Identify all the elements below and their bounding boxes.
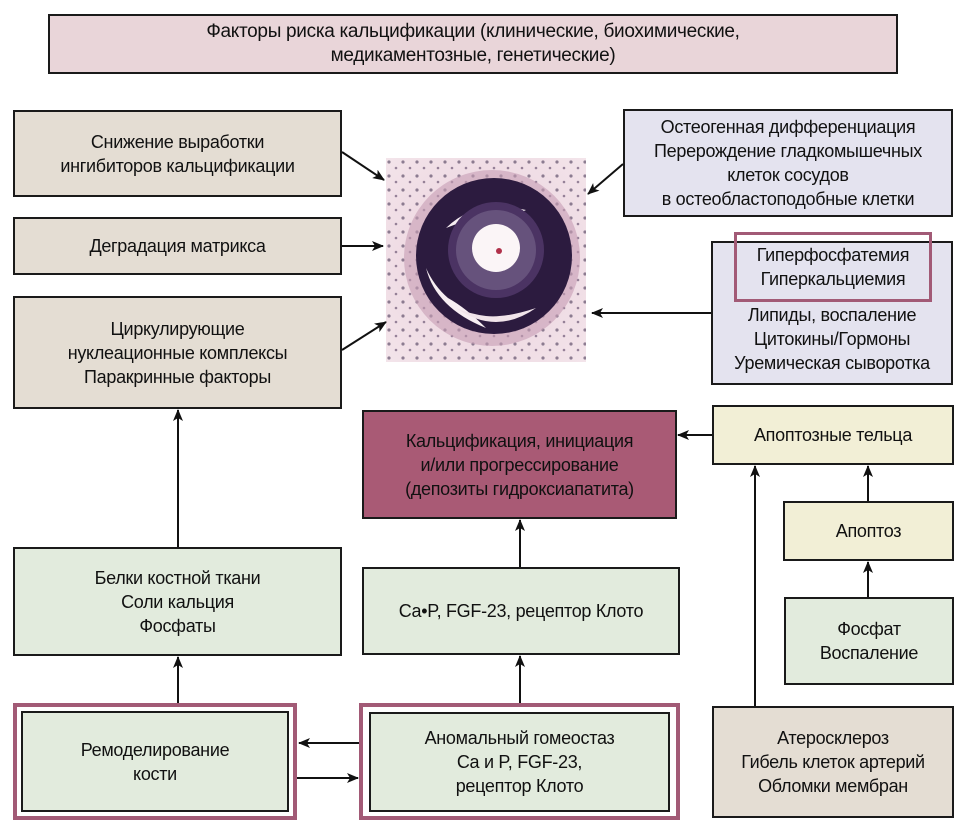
phosphate-line-1: Фосфат [837,619,901,639]
inhibitors-box: Снижение выработки ингибиторов кальцифик… [13,110,342,197]
hyper-highlight-frame: Гиперфосфатемия Гиперкальциемия [734,232,932,302]
remodeling-line-2: кости [133,763,177,784]
inhibitors-line-1: Снижение выработки [90,131,265,152]
atherosclerosis-line-3: Обломки мембран [758,776,908,796]
arrow-circulating-to-micrograph [341,321,387,351]
circulating-line-2: нуклеационные комплексы [67,342,288,363]
apoptotic-bodies-box: Апоптозные тельца [712,405,954,465]
ca-p-fgf23-box: Ca•P, FGF-23, рецептор Клото [362,567,680,655]
hypercalcemia-label: Гиперкальциемия [760,269,906,289]
hyper-rest-line-1: Липиды, воспаление [747,305,917,325]
matrix-line-1: Деградация матрикса [89,236,266,256]
bone-proteins-box: Белки костной ткани Соли кальция Фосфаты [13,547,342,656]
circulating-line-1: Циркулирующие [110,318,245,339]
homeostasis-line-3: рецептор Клото [455,776,584,796]
atherosclerosis-line-1: Атеросклероз [777,728,889,748]
histology-micrograph [386,158,586,362]
bone-proteins-line-3: Фосфаты [139,615,216,636]
apoptosis-line-1: Апоптоз [835,521,902,541]
inhibitors-line-2: ингибиторов кальцификации [60,155,295,176]
calcification-line-1: Кальцификация, инициация [405,430,634,451]
homeostasis-line-2: Ca и P, FGF-23, [456,752,583,772]
homeostasis-line-1: Аномальный гомеостаз [424,728,615,748]
hyper-rest-line-3: Уремическая сыворотка [734,353,930,373]
risk-factors-header: Факторы риска кальцификации (клинические… [48,14,898,74]
circulating-complexes-box: Циркулирующие нуклеационные комплексы Па… [13,296,342,409]
arrow-inhibitors-to-micrograph [341,151,385,181]
osteogenic-differentiation-box: Остеогенная дифференциация Перерождение … [623,109,953,217]
osteogenic-line-2: Перерождение гладкомышечных [654,141,922,161]
osteogenic-line-3: клеток сосудов [727,165,849,185]
matrix-degradation-box: Деградация матрикса [13,217,342,275]
arrow-osteogenic-to-micrograph [587,163,624,195]
phosphate-inflammation-box: Фосфат Воспаление [784,597,954,685]
header-line-1: Факторы риска кальцификации (клинические… [206,21,740,42]
atherosclerosis-line-2: Гибель клеток артерий [741,752,925,772]
calcification-box: Кальцификация, инициация и/или прогресси… [362,410,677,519]
abnormal-homeostasis-box: Аномальный гомеостаз Ca и P, FGF-23, рец… [369,712,670,812]
ca-p-line-1: Ca•P, FGF-23, рецептор Клото [398,601,644,621]
calcification-line-3: (депозиты гидроксиапатита) [405,478,634,499]
remodeling-line-1: Ремоделирование [80,739,230,760]
bone-proteins-line-2: Соли кальция [121,591,234,612]
header-line-2: медикаментозные, генетические) [330,45,616,66]
osteogenic-line-1: Остеогенная дифференциация [660,117,916,137]
hyper-rest-line-2: Цитокины/Гормоны [753,329,911,349]
circulating-line-3: Паракринные факторы [84,366,271,387]
phosphate-line-2: Воспаление [819,643,919,663]
apoptotic-bodies-line-1: Апоптозные тельца [753,425,913,445]
bone-remodeling-box: Ремоделирование кости [21,711,289,812]
calcification-line-2: и/или прогрессирование [420,454,619,475]
bone-proteins-line-1: Белки костной ткани [94,567,261,588]
osteogenic-line-4: в остеобластоподобные клетки [661,189,915,209]
atherosclerosis-box: Атеросклероз Гибель клеток артерий Облом… [712,706,954,818]
hyperphosphatemia-box: Липиды, воспаление Цитокины/Гормоны Урем… [711,241,953,385]
hyperphosphatemia-label: Гиперфосфатемия [756,245,910,265]
apoptosis-box: Апоптоз [783,501,954,561]
